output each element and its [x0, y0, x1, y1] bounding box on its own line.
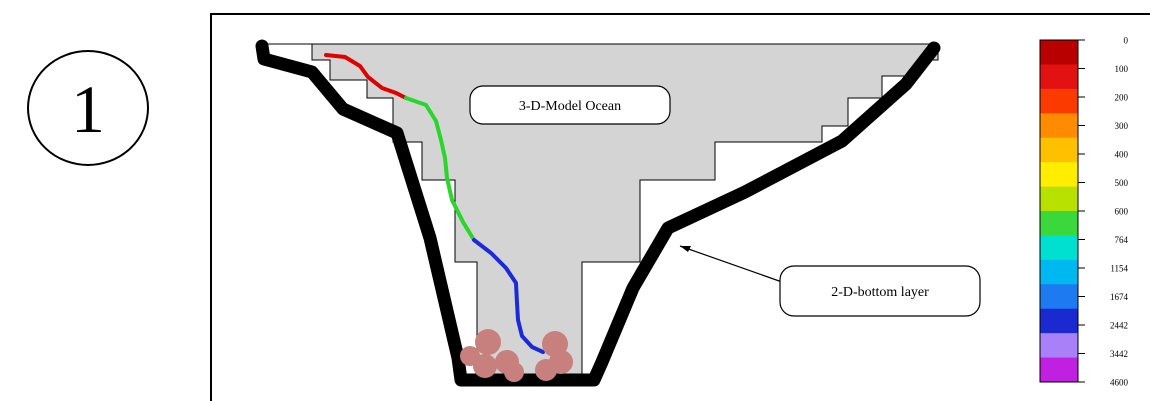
colorbar-swatch — [1040, 137, 1078, 163]
bottom-layer-arrow — [679, 245, 783, 283]
depth-colorbar: 0 100 200 300 400 500 600 764 1154 1674 2442 3442 46… — [1039, 36, 1129, 388]
colorbar-tick-label: 100 — [1115, 64, 1129, 74]
ocean-model-label-box — [469, 85, 671, 125]
colorbar-tick-label: 764 — [1115, 235, 1129, 245]
bottom-layer-label: 2-D-bottom layer — [831, 285, 929, 300]
colorbar-swatch — [1040, 186, 1078, 212]
colorbar-tick-label: 3442 — [1110, 349, 1128, 359]
colorbar-swatch — [1040, 88, 1078, 114]
bottom-layer-label-box — [779, 265, 981, 317]
panel-number-circle — [27, 50, 149, 166]
colorbar-swatch — [1040, 284, 1078, 310]
colorbar-swatch — [1040, 113, 1078, 139]
colorbar-tick-label: 0 — [1124, 36, 1129, 46]
panel-number: 1 — [71, 71, 105, 147]
colorbar-swatch — [1040, 235, 1078, 261]
colorbar-tick-label: 200 — [1115, 93, 1129, 103]
colorbar-tick-label: 600 — [1115, 207, 1129, 217]
trajectory-segment-upper — [324, 53, 408, 100]
colorbar-swatch — [1040, 333, 1078, 359]
bottom-layer-outline — [255, 39, 941, 387]
colorbar-tick-label: 4600 — [1110, 378, 1129, 388]
colorbar-tick-label: 500 — [1115, 178, 1129, 188]
colorbar-tick-label: 300 — [1115, 121, 1129, 131]
particle — [504, 362, 524, 382]
colorbar-tick-label: 1674 — [1110, 292, 1129, 302]
ocean-model-region — [258, 43, 939, 377]
colorbar-swatch — [1040, 357, 1078, 383]
colorbar-swatch — [1040, 308, 1078, 334]
trajectory-segment-lower — [472, 238, 545, 354]
colorbar-tick-label: 400 — [1115, 150, 1129, 160]
particle — [535, 359, 557, 381]
colorbar-swatch — [1040, 40, 1078, 65]
colorbar-swatch — [1040, 259, 1078, 285]
colorbar-tick-label: 1154 — [1110, 264, 1128, 274]
colorbar-swatch — [1040, 211, 1078, 236]
particle — [475, 329, 501, 355]
particle-cluster — [460, 329, 573, 382]
particle — [460, 346, 480, 366]
colorbar-swatch — [1040, 162, 1078, 188]
colorbar-swatch — [1040, 64, 1078, 90]
trajectory-segment-middle — [404, 96, 476, 242]
colorbar-tick-label: 2442 — [1110, 321, 1128, 331]
bottom-layer-arrowhead — [680, 246, 691, 252]
ocean-model-label: 3-D-Model Ocean — [519, 99, 621, 114]
